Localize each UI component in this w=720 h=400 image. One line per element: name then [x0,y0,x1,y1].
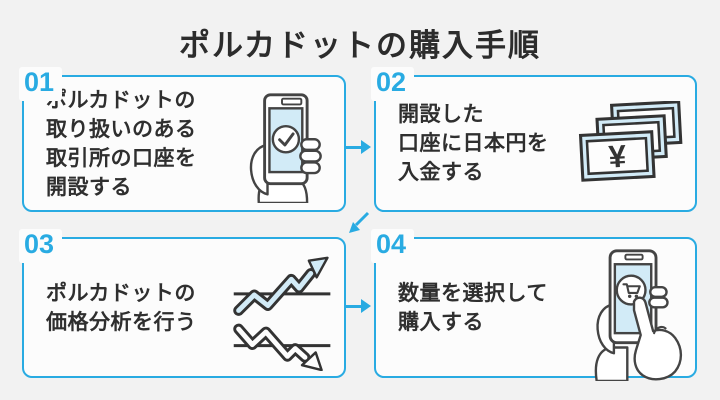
step-text-line: 取引所の口座を [46,146,197,170]
step-text-line: ポルカドットの [46,281,196,305]
step-card-03: 03 ポルカドットの 価格分析を行う [19,229,346,378]
step-card-02: 02 開設した 口座に日本円を 入金する ¥ [371,67,697,212]
step-card-04: 04 数量を選択して 購入する [371,229,697,381]
step-text-line: 取り扱いのある [46,117,197,141]
step-number-01: 01 [19,67,63,101]
step-text-line: 価格分析を行う [46,310,197,334]
step-text-02: 開設した 口座に日本円を 入金する [376,100,695,187]
yen-bills-icon: ¥ [575,101,689,189]
step-text-line: ポルカドットの [46,88,196,112]
step-text-line: 開設した [398,103,484,126]
step-number-02: 02 [371,67,415,101]
step-text-04: 数量を選択して 購入する [376,279,695,337]
step-text-line: 数量を選択して [398,281,548,305]
step-text-03: ポルカドットの 価格分析を行う [24,279,344,337]
step-text-line: 購入する [398,310,484,334]
svg-text:¥: ¥ [608,138,628,175]
step-text-line: 開設する [46,175,132,199]
phone-check-icon [232,89,332,203]
step-card-01: 01 ポルカドットの 取り扱いのある 取引所の口座を 開設する [19,67,346,212]
arrow-head [361,299,371,313]
flow-arrow-step1-to-step2 [346,140,374,154]
phone-cart-icon [581,247,687,381]
price-chart-icon [232,249,336,371]
flow-arrow-step3-to-step4 [346,299,374,313]
step-number-03: 03 [19,229,63,263]
step-text-01: ポルカドットの 取り扱いのある 取引所の口座を 開設する [24,86,344,202]
arrow-shaft [346,145,361,149]
step-text-line: 入金する [398,161,484,184]
arrow-head [361,140,371,154]
page-title: ポルカドットの購入手順 [178,28,542,63]
arrow-shaft [346,304,361,308]
flow-arrow-step2-to-step3 [345,211,375,237]
step-text-line: 口座に日本円を [398,132,549,155]
step-number-04: 04 [371,229,415,263]
